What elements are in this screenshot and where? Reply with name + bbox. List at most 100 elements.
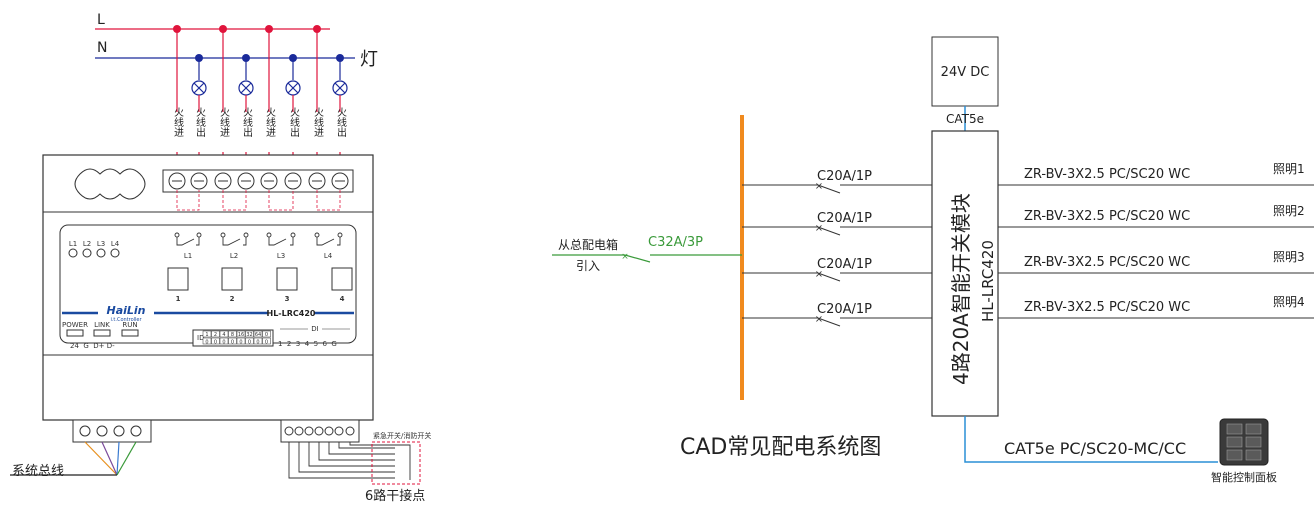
bus-terminal-block bbox=[72, 419, 152, 443]
cat-label: CAT5e bbox=[946, 112, 984, 126]
terminal-label: 火线出 bbox=[241, 107, 253, 137]
circuit-name-label: 照明4 bbox=[1273, 295, 1305, 309]
button-number: 2 bbox=[230, 295, 235, 303]
branch-circuit: ×C20A/1P ZR-BV-3X2.5 PC/SC20 WC 照明2 bbox=[742, 204, 1314, 236]
module-model: HL-LRC420 bbox=[979, 240, 997, 322]
terminal-label: 火线进 bbox=[264, 107, 276, 137]
dip-value: 2 bbox=[214, 332, 217, 338]
emergency-label: 紧急开关/消防开关 bbox=[373, 431, 431, 440]
di-numbers: 1 2 3 4 5 6 G bbox=[278, 340, 337, 348]
live-drops bbox=[176, 29, 318, 112]
dip-cell bbox=[253, 330, 263, 338]
dip-state: 0 bbox=[214, 340, 217, 346]
bus-l-label: L bbox=[97, 12, 105, 28]
right-diagram: 24V DC CAT5e 4路20A智能开关模块 HL-LRC420 从总配电箱… bbox=[552, 36, 1314, 484]
channel-button bbox=[167, 267, 189, 291]
panel-link bbox=[964, 416, 1218, 463]
psu-label: 24V DC bbox=[941, 65, 990, 80]
diagram-caption: CAD常见配电系统图 bbox=[680, 435, 881, 460]
di-terminals bbox=[284, 426, 355, 436]
branch-breaker-label: C20A/1P bbox=[817, 302, 872, 317]
breaker-x-icon: × bbox=[815, 223, 823, 234]
lamp-label: 灯 bbox=[360, 49, 378, 70]
live-junctions bbox=[173, 25, 321, 33]
dip-value: 64 bbox=[255, 332, 261, 338]
dip-toggle bbox=[253, 337, 263, 345]
smart-switch-module bbox=[931, 130, 999, 417]
indicator-leds bbox=[68, 248, 120, 258]
cable-spec-label: ZR-BV-3X2.5 PC/SC20 WC bbox=[1024, 167, 1190, 182]
status-leds bbox=[66, 329, 139, 337]
bus-n-label: N bbox=[97, 40, 107, 56]
dip-state: 0 bbox=[205, 340, 208, 346]
dip-cell bbox=[236, 330, 246, 338]
channel-label: L4 bbox=[324, 252, 333, 260]
channel-button bbox=[331, 267, 353, 291]
left-wiring: L N 灯 bbox=[10, 12, 431, 504]
model-label: HL-LRC420 bbox=[267, 309, 316, 318]
dip-state: 0 bbox=[265, 340, 268, 346]
main-breaker-label: C32A/3P bbox=[648, 235, 703, 250]
channel-label: L2 bbox=[230, 252, 238, 260]
breaker-x-icon: × bbox=[815, 314, 823, 325]
dip-toggle bbox=[245, 337, 254, 345]
branch-breaker-label: C20A/1P bbox=[817, 211, 872, 226]
dip-value: 1 bbox=[205, 332, 208, 338]
dip-value: 4 bbox=[222, 332, 225, 338]
dip-state: 0 bbox=[248, 340, 251, 346]
dip-value: 16 bbox=[238, 332, 244, 338]
lamp-icon bbox=[285, 80, 301, 96]
dip-toggle bbox=[211, 337, 220, 345]
lamp-icon bbox=[238, 80, 254, 96]
terminal-label: 火线进 bbox=[312, 107, 324, 137]
cable-spec-label: ZR-BV-3X2.5 PC/SC20 WC bbox=[1024, 300, 1190, 315]
terminal-label: 火线进 bbox=[172, 107, 184, 137]
channel-button bbox=[221, 267, 243, 291]
brand-sub: i.t.Controller bbox=[110, 317, 142, 323]
panel-label: 智能控制面板 bbox=[1211, 470, 1277, 484]
indicator-label: L3 bbox=[97, 240, 105, 248]
indicator-label: L1 bbox=[69, 240, 77, 248]
status-label: LINK bbox=[94, 321, 110, 329]
circuit-name-label: 照明1 bbox=[1273, 162, 1305, 176]
dip-toggle bbox=[236, 337, 246, 345]
psu-box bbox=[931, 36, 999, 107]
lamp-icon bbox=[332, 80, 348, 96]
terminal-labels: 火线进 火线出 火线进 火线出 火线进 火线出 火线进 火线出 bbox=[172, 107, 347, 137]
circuit-name-label: 照明3 bbox=[1273, 250, 1305, 264]
cable-spec-label: ZR-BV-3X2.5 PC/SC20 WC bbox=[1024, 255, 1190, 270]
top-terminal-block bbox=[162, 169, 354, 193]
dip-value: 8 bbox=[231, 332, 234, 338]
cable-spec-label: ZR-BV-3X2.5 PC/SC20 WC bbox=[1024, 209, 1190, 224]
dip-toggle bbox=[228, 337, 237, 345]
incoming-label-2: 引入 bbox=[576, 259, 600, 273]
dip-cell bbox=[219, 330, 229, 338]
di-label: DI bbox=[311, 325, 318, 333]
button-number: 3 bbox=[285, 295, 290, 303]
relay-symbols bbox=[174, 232, 343, 246]
dip-state: 0 bbox=[256, 340, 259, 346]
status-label: RUN bbox=[122, 321, 137, 329]
panel-cable-label: CAT5e PC/SC20-MC/CC bbox=[1004, 439, 1186, 458]
channel-buttons bbox=[167, 267, 353, 291]
dip-toggle bbox=[202, 337, 212, 345]
branch-breaker-label: C20A/1P bbox=[817, 169, 872, 184]
svg-text:×: × bbox=[621, 252, 629, 262]
dip-cell bbox=[228, 330, 237, 338]
lamp-return bbox=[198, 95, 341, 112]
lamp-icons bbox=[191, 80, 348, 96]
incoming-label: 从总配电箱 bbox=[558, 237, 618, 252]
internal-links bbox=[176, 190, 341, 211]
breaker-x-icon: × bbox=[815, 269, 823, 280]
bus-pins-label: 24 G D+ D- bbox=[70, 342, 115, 350]
channel-label: L1 bbox=[184, 252, 192, 260]
system-bus-cable bbox=[10, 441, 137, 476]
screw-terminals bbox=[168, 172, 349, 190]
dip-id: ID bbox=[197, 334, 204, 342]
bus-terminals bbox=[79, 425, 142, 437]
circuit-name-label: 照明2 bbox=[1273, 204, 1305, 218]
dip-state: 0 bbox=[222, 340, 225, 346]
